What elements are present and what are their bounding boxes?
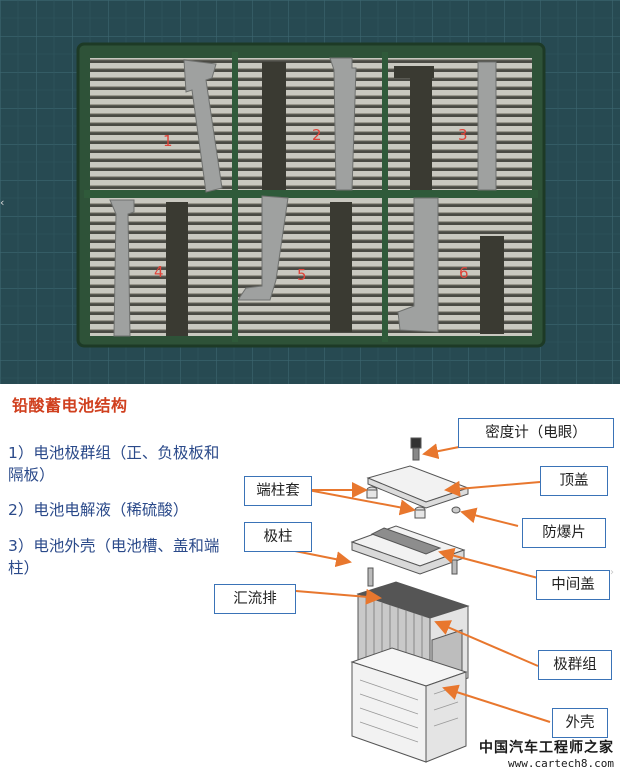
- label-plate-group: 极群组: [538, 650, 612, 680]
- section-title: 铅酸蓄电池结构: [12, 396, 128, 415]
- battery-structure-diagram: 密度计（电眼） 顶盖 端柱套 防爆片 极柱 中间盖 汇流排 极群组 外壳: [200, 410, 620, 774]
- list-item: 3）电池外壳（电池槽、盖和端柱）: [8, 537, 220, 577]
- label-middle-cover: 中间盖: [536, 570, 610, 600]
- list-item: 2）电池电解液（稀硫酸）: [8, 501, 189, 519]
- exploded-view-drawing: [279, 437, 551, 763]
- label-terminal-sleeve: 端柱套: [244, 476, 312, 506]
- site-watermark: 中国汽车工程师之家 www.cartech8.com: [479, 737, 614, 770]
- watermark-site-name: 中国汽车工程师之家: [479, 740, 614, 756]
- cell-number-3: 3: [458, 126, 468, 144]
- cell-number-4: 4: [154, 263, 164, 281]
- battery-photo-image: 1 2 3 4 5 6: [0, 0, 620, 384]
- label-explosion-proof: 防爆片: [522, 518, 606, 548]
- cell-number-2: 2: [312, 126, 322, 144]
- slide-prev-icon[interactable]: ‹: [0, 196, 5, 209]
- label-density-meter: 密度计（电眼）: [458, 418, 614, 448]
- label-busbar: 汇流排: [214, 584, 296, 614]
- cell-number-6: 6: [459, 264, 469, 282]
- cell-number-5: 5: [297, 266, 307, 284]
- list-item: 1）电池极群组（正、负极板和隔板）: [8, 444, 220, 484]
- label-top-cover: 顶盖: [540, 466, 608, 496]
- cell-number-1: 1: [163, 132, 173, 150]
- label-pole: 极柱: [244, 522, 312, 552]
- battery-photo: 1 2 3 4 5 6 ‹: [0, 0, 620, 384]
- label-shell: 外壳: [552, 708, 608, 738]
- slide-next-icon[interactable]: ›: [610, 567, 614, 578]
- watermark-url: www.cartech8.com: [508, 757, 614, 770]
